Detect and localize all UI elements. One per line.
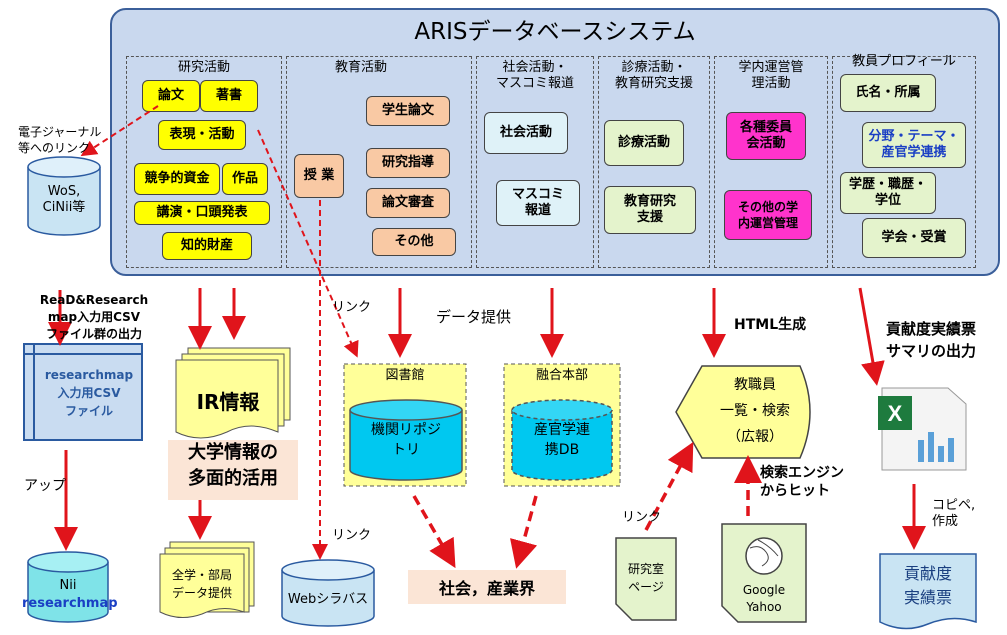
wos-cylinder: [27, 156, 101, 236]
allunit-label: 全学・部局 データ提供: [171, 568, 232, 600]
chip-media[interactable]: マスコミ 報道: [496, 180, 580, 226]
html-gen-label: HTML生成: [734, 317, 807, 333]
sangaku-label: 産官学連 携DB: [534, 422, 590, 458]
staff-label: 教職員 一覧・検索 （広報）: [720, 377, 790, 445]
section-admin-title: 学内運営管 理活動: [738, 60, 804, 91]
nii-label: Nii: [59, 578, 77, 593]
chip-field[interactable]: 分野・テーマ・ 産官学連携: [862, 122, 966, 168]
contrib-out-label: 貢献度実績票 サマリの出力: [886, 320, 977, 360]
up-label: アップ: [24, 478, 66, 494]
section-education: [286, 56, 472, 268]
chip-name[interactable]: 氏名・所属: [840, 74, 936, 112]
contrib-doc: [879, 553, 977, 630]
chip-ip[interactable]: 知的財産: [162, 232, 252, 260]
chip-lecture[interactable]: 講演・口頭発表: [134, 201, 270, 225]
chip-review[interactable]: 論文審査: [366, 188, 450, 218]
search-engine-label: 検索エンジン からヒット: [760, 465, 844, 499]
ir-label: IR情報: [196, 390, 260, 414]
section-medical-title: 診療活動・ 教育研究支援: [614, 60, 693, 91]
researchmap-csv-doc: [23, 343, 143, 441]
chip-social[interactable]: 社会活動: [484, 112, 568, 154]
chip-medical[interactable]: 診療活動: [604, 120, 684, 166]
lab-page-doc: [615, 537, 677, 621]
link2-label: リンク: [332, 528, 372, 543]
chip-funding[interactable]: 競争的資金: [134, 163, 220, 195]
aris-title: ARISデータベースシステム: [414, 19, 696, 45]
section-social: [476, 56, 594, 268]
chip-works[interactable]: 作品: [222, 163, 268, 195]
chip-other[interactable]: その他: [372, 228, 456, 256]
web-label: Webシラバス: [287, 592, 369, 607]
chip-class[interactable]: 授 業: [294, 154, 344, 198]
researchmap-label: researchmap: [22, 596, 118, 611]
link1-label: リンク: [332, 300, 372, 315]
fusion-label: 融合本部: [535, 368, 588, 383]
section-profile: [832, 56, 976, 268]
chip-society-award[interactable]: 学会・受賞: [862, 218, 966, 258]
chip-committee[interactable]: 各種委員 会活動: [726, 112, 806, 160]
chip-other-admin[interactable]: その他の学 内運営管理: [724, 190, 812, 240]
dataprov-label: データ提供: [436, 308, 512, 326]
link3-label: リンク: [622, 510, 662, 525]
wos-label: WoS, CiNii等: [42, 184, 86, 215]
lab-label: 研究室 ページ: [627, 562, 664, 594]
allunit-docs: [159, 541, 255, 618]
repo-label: 機関リポジ トリ: [371, 422, 441, 458]
section-research-title: 研究活動: [177, 60, 230, 75]
section-education-title: 教育活動: [334, 60, 387, 75]
svg-text:X: X: [888, 401, 903, 426]
chip-support[interactable]: 教育研究 支援: [604, 186, 696, 234]
contrib-label: 貢献度 実績票: [903, 564, 952, 607]
ejournal-label: 電子ジャーナル 等へのリンク: [18, 125, 102, 155]
copy-label: コピペ, 作成: [932, 498, 976, 529]
nii-cylinder: [27, 551, 109, 623]
univ-label: 大学情報の 多面的活用: [168, 440, 298, 500]
chip-guidance[interactable]: 研究指導: [366, 148, 450, 178]
section-profile-title: 教員プロフィール: [852, 54, 956, 69]
excel-icon: X: [878, 387, 967, 471]
readcsv-label: ReaD&Research map入力用CSV ファイル群の出力: [39, 293, 149, 341]
ir-docs: [175, 347, 291, 439]
section-admin: [714, 56, 828, 268]
web-cylinder: [281, 559, 375, 627]
chip-expression[interactable]: 表現・活動: [158, 120, 246, 150]
sangaku-cylinder: [511, 399, 613, 481]
chip-paper[interactable]: 論文: [142, 80, 200, 112]
researchmap-csv-label: researchmap 入力用CSV ファイル: [44, 368, 134, 418]
society-label: 社会，産業界: [408, 570, 566, 604]
staff-display-shape: [675, 365, 811, 459]
library-label: 図書館: [385, 368, 425, 383]
section-social-title: 社会活動・ マスコミ報道: [495, 60, 574, 91]
chip-student-paper[interactable]: 学生論文: [366, 96, 450, 126]
section-medical: [598, 56, 710, 268]
section-research: [126, 56, 282, 268]
google-label: Google Yahoo: [742, 583, 786, 614]
repo-cylinder: [349, 399, 463, 481]
chip-book[interactable]: 著書: [200, 80, 258, 112]
chip-career[interactable]: 学歴・職歴・ 学位: [840, 172, 936, 214]
